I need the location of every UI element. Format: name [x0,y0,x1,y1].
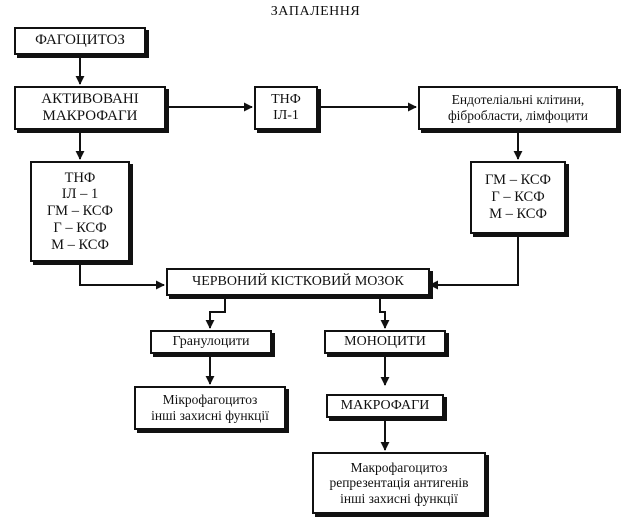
node-label: Г – КСФ [53,219,107,236]
node-label: Г – КСФ [491,189,545,206]
node-label: Мікрофагоцитоз [162,392,258,408]
node-label: ІЛ-1 [273,108,299,123]
node-label: АКТИВОВАНІ [41,90,139,107]
node-label: М – КСФ [51,236,109,253]
node-label: Гранулоцити [172,333,250,349]
node-label: ТНФ [271,91,301,107]
node-label: ГМ – КСФ [46,203,114,220]
node-macrophages: МАКРОФАГИ [326,394,444,418]
node-label: ІЛ – 1 [61,186,99,203]
node-label: МАКРОФАГИ [340,397,430,413]
node-label: ТНФ [64,169,96,186]
diagram-title: ЗАПАЛЕННЯ [270,4,361,19]
arrow-cytokines-left-to-marrow [79,262,165,290]
node-phagocytosis: ФАГОЦИТОЗ [14,27,146,55]
node-cytokines-left: ТНФ ІЛ – 1 ГМ – КСФ Г – КСФ М – КСФ [30,161,130,262]
node-label: ГМ – КСФ [484,172,552,189]
node-tnf-il1: ТНФ ІЛ-1 [254,86,318,130]
node-label: репрезентація антигенів [329,475,469,491]
node-label: МОНОЦИТИ [344,333,426,349]
node-label: Макрофагоцитоз [350,459,448,475]
node-bone-marrow: ЧЕРВОНИЙ КІСТКОВИЙ МОЗОК [166,268,430,296]
node-cytokines-right: ГМ – КСФ Г – КСФ М – КСФ [470,161,566,234]
node-activated-macrophages: АКТИВОВАНІ МАКРОФАГИ [14,86,166,130]
node-endothelial-cells: Ендотеліальні клітини, фібробласти, лімф… [418,86,618,130]
arrow-marrow-to-granulocytes [205,296,226,329]
node-label: Ендотеліальні клітини, [451,92,585,108]
node-label: ЧЕРВОНИЙ КІСТКОВИЙ МОЗОК [192,273,404,289]
node-label: МАКРОФАГИ [42,108,138,124]
node-granulocytes: Гранулоцити [150,330,272,354]
arrow-marrow-to-monocytes [379,296,390,329]
node-macrophagocytosis: Макрофагоцитоз репрезентація антигенів і… [312,452,486,514]
node-label: М – КСФ [489,205,547,222]
arrow-cytokines-right-to-marrow [429,234,519,290]
node-microphagocytosis: Мікрофагоцитоз інші захисні функції [134,386,286,430]
node-label: інші захисні функції [151,408,269,423]
node-label: фібробласти, лімфоцити [447,108,589,123]
node-label: інші захисні функції [340,490,458,506]
node-label: ФАГОЦИТОЗ [35,32,125,49]
node-monocytes: МОНОЦИТИ [324,330,446,354]
